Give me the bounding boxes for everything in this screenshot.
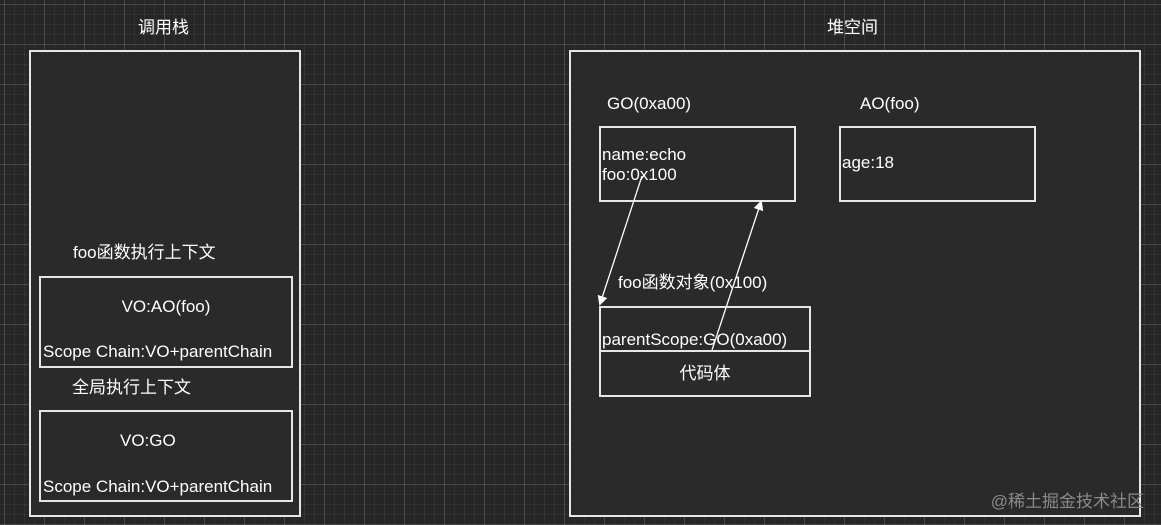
watermark: @稀土掘金技术社区 — [990, 492, 1144, 511]
foo-object-label: foo函数对象(0x100) — [618, 273, 768, 292]
foo-execution-context-box — [39, 276, 293, 368]
go-line-foo: foo:0x100 — [602, 165, 677, 184]
foo-context-label: foo函数执行上下文 — [73, 243, 216, 262]
foo-context-scope-chain: Scope Chain:VO+parentChain — [43, 342, 273, 361]
foo-object-code-body: 代码体 — [679, 364, 731, 383]
global-context-scope-chain: Scope Chain:VO+parentChain — [43, 477, 273, 496]
ao-object-box — [839, 126, 1036, 202]
ao-label: AO(foo) — [860, 94, 920, 113]
global-context-vo: VO:GO — [120, 431, 176, 450]
global-execution-context-box — [39, 410, 293, 502]
heap-title: 堆空间 — [827, 18, 878, 37]
foo-object-parent-scope: parentScope:GO(0xa00) — [602, 330, 788, 349]
go-line-name: name:echo — [602, 145, 687, 164]
foo-context-vo: VO:AO(foo) — [121, 297, 211, 316]
ao-line-age: age:18 — [842, 153, 894, 172]
call-stack-title: 调用栈 — [138, 18, 189, 37]
global-context-label: 全局执行上下文 — [72, 378, 191, 397]
foo-object-divider — [599, 350, 811, 352]
go-label: GO(0xa00) — [607, 94, 692, 113]
